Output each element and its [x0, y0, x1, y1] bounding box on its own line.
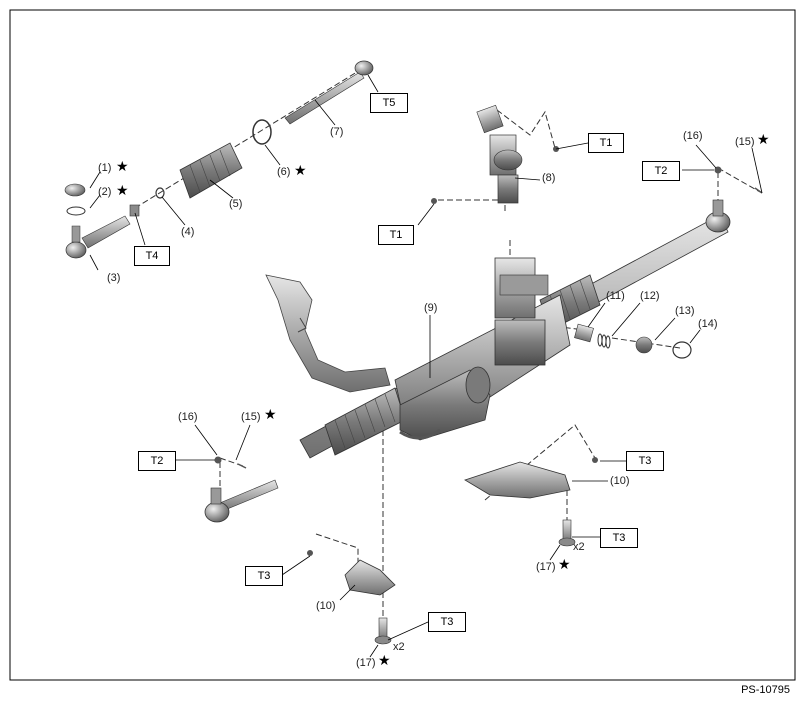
label-part-15-right: (15): [735, 136, 755, 148]
torque-box-t5: T5: [370, 93, 408, 113]
torque-box-t3-upper-right: T3: [626, 451, 664, 471]
label-part-3: (3): [107, 272, 121, 284]
star-icon: ★: [294, 163, 307, 179]
label-part-15-left: (15): [241, 411, 261, 423]
label-part-1: (1): [98, 162, 112, 174]
star-icon: ★: [757, 132, 770, 148]
label-part-16-left: (16): [178, 411, 198, 423]
torque-box-t4: T4: [134, 246, 170, 266]
torque-box-t2-right: T2: [642, 161, 680, 181]
steering-gearbox-assembly: [265, 214, 729, 459]
label-part-10-right: (10): [610, 475, 630, 487]
label-part-7: (7): [330, 126, 344, 138]
torque-box-t2-left: T2: [138, 451, 176, 471]
mounting-brackets: [307, 457, 598, 596]
label-part-17-right: (17): [536, 561, 556, 573]
label-part-5: (5): [229, 198, 243, 210]
star-icon: ★: [378, 653, 391, 669]
left-tie-rod-end: [204, 456, 279, 523]
star-icon: ★: [116, 159, 129, 175]
adjuster-components: [574, 323, 692, 359]
label-part-14: (14): [698, 318, 718, 330]
quantity-label-right: x2: [573, 541, 585, 553]
label-part-12: (12): [640, 290, 660, 302]
torque-box-t3-left: T3: [245, 566, 283, 586]
star-icon: ★: [264, 407, 277, 423]
bolts: [374, 519, 576, 645]
label-part-8: (8): [542, 172, 556, 184]
torque-box-t1-lower: T1: [378, 225, 414, 245]
label-part-2: (2): [98, 186, 112, 198]
label-part-13: (13): [675, 305, 695, 317]
universal-joint: [431, 104, 559, 204]
star-icon: ★: [558, 557, 571, 573]
quantity-label-left: x2: [393, 641, 405, 653]
diagram-frame: [9, 9, 796, 681]
label-part-4: (4): [181, 226, 195, 238]
torque-box-t1-upper: T1: [588, 133, 624, 153]
label-part-9: (9): [424, 302, 438, 314]
reference-code: PS-10795: [741, 684, 790, 696]
leader-lines: [89, 74, 763, 658]
label-part-17-left: (17): [356, 657, 376, 669]
star-icon: ★: [116, 183, 129, 199]
label-part-11: (11): [606, 290, 625, 302]
exploded-tie-rod-components: [64, 60, 374, 259]
label-part-10-left: (10): [316, 600, 336, 612]
label-part-16-right: (16): [683, 130, 703, 142]
torque-box-t3-lower-right: T3: [600, 528, 638, 548]
label-part-6: (6): [277, 166, 291, 178]
right-tie-rod-end: [705, 166, 763, 233]
torque-box-t3-bottom: T3: [428, 612, 466, 632]
